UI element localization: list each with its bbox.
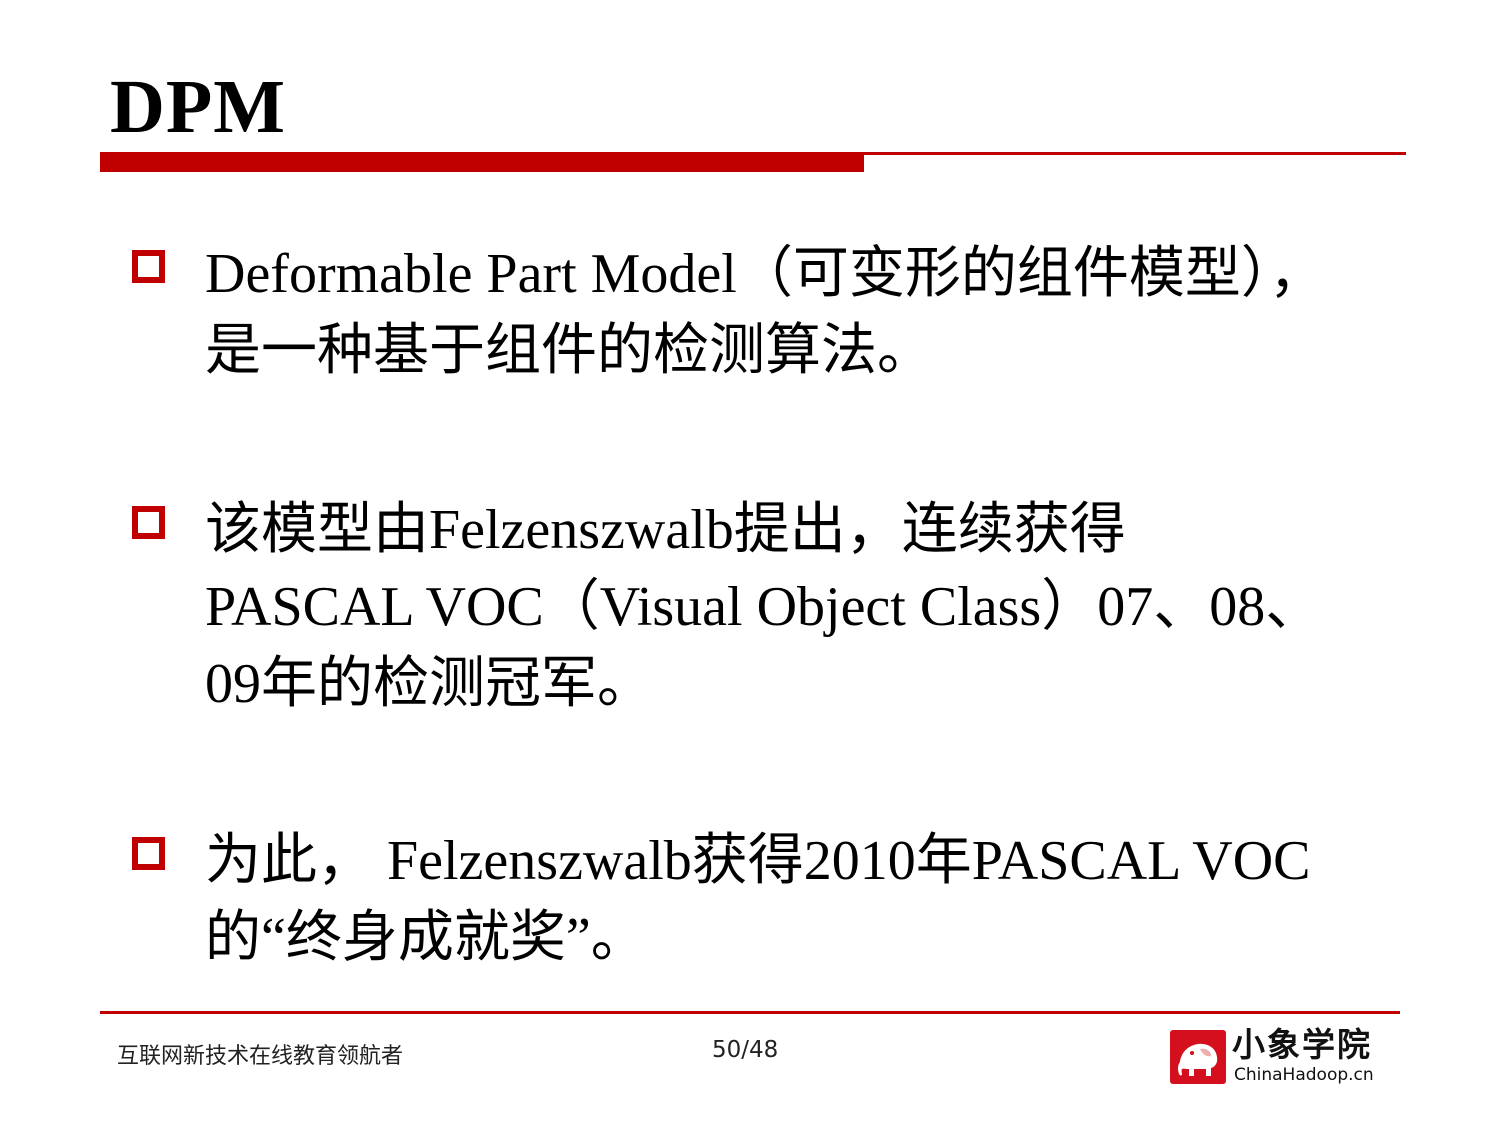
bullet-text: 该模型由Felzenszwalb提出，连续获得PASCAL VOC（Visual…	[205, 499, 1322, 715]
hollow-square-icon	[132, 837, 165, 870]
page-number: 50/48	[712, 1037, 779, 1063]
bullet-text: 为此， Felzenszwalb获得2010年PASCAL VOC的“终身成就奖…	[205, 830, 1311, 969]
footer-divider	[100, 1011, 1400, 1014]
brand-name: 小象学院	[1232, 1025, 1372, 1064]
bullet-text: Deformable Part Model（可变形的组件模型），是一种基于组件的…	[205, 243, 1325, 382]
hollow-square-icon	[132, 506, 165, 539]
footer-tagline: 互联网新技术在线教育领航者	[117, 1044, 404, 1069]
hollow-square-icon	[132, 250, 165, 283]
brand-url: ChinaHadoop.cn	[1234, 1065, 1374, 1085]
brand-logo: 小象学院 ChinaHadoop.cn	[1170, 1025, 1390, 1088]
bullet-list: Deformable Part Model（可变形的组件模型），是一种基于组件的…	[132, 243, 1325, 969]
elephant-logo-icon	[1170, 1030, 1226, 1084]
title-underline-accent	[100, 152, 864, 172]
slide-title: DPM	[110, 65, 287, 149]
